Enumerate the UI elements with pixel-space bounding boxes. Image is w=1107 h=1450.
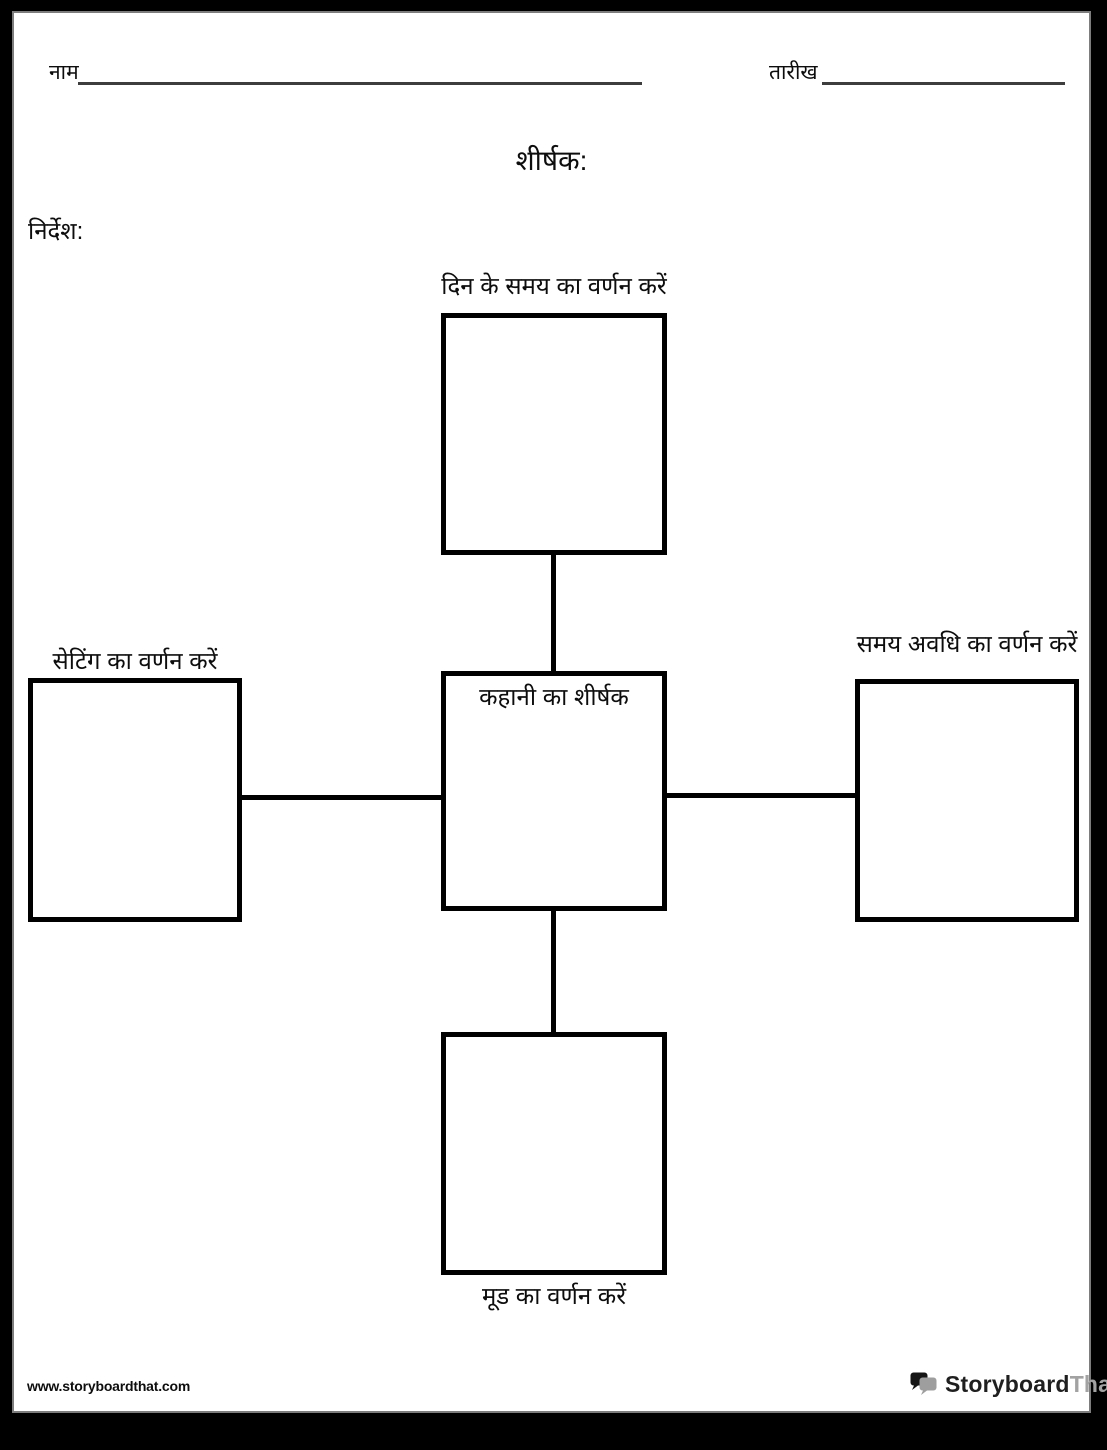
worksheet-page: नाम तारीख शीर्षक: निर्देश: दिन के समय का…	[12, 11, 1107, 1413]
time-period-label: समय अवधि का वर्णन करें	[856, 631, 1078, 658]
connector-right	[665, 793, 857, 798]
story-title-label: कहानी का शीर्षक	[479, 684, 629, 711]
connector-top	[551, 555, 556, 673]
setting-label: सेटिंग का वर्णन करें	[52, 648, 218, 675]
instructions-label: निर्देश:	[28, 218, 84, 245]
time-of-day-label: दिन के समय का वर्णन करें	[441, 273, 667, 300]
setting-box[interactable]	[28, 678, 242, 922]
connector-left	[240, 795, 443, 800]
name-label: नाम	[49, 61, 79, 84]
time-of-day-box[interactable]	[441, 313, 667, 555]
mood-box[interactable]	[441, 1032, 667, 1275]
logo-text-secondary: That	[1069, 1371, 1107, 1397]
connector-bottom	[551, 909, 556, 1034]
time-period-box[interactable]	[855, 679, 1079, 922]
website-url: www.storyboardthat.com	[27, 1378, 191, 1394]
logo-text-primary: Storyboard	[945, 1371, 1070, 1397]
page-title: शीर्षक:	[515, 145, 588, 176]
mood-label: मूड का वर्णन करें	[481, 1283, 627, 1310]
storyboardthat-logo: StoryboardThat	[910, 1371, 1107, 1398]
speech-bubbles-icon	[910, 1372, 938, 1397]
name-fill-line[interactable]	[78, 82, 642, 85]
date-label: तारीख	[769, 61, 818, 84]
story-title-center-box[interactable]: कहानी का शीर्षक	[441, 671, 667, 911]
date-fill-line[interactable]	[822, 82, 1065, 85]
